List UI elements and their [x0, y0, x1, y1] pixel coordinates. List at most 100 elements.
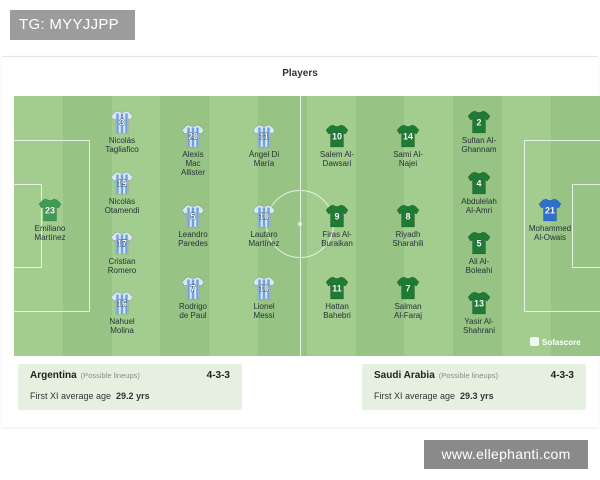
player-name-line: Ángel Di: [248, 150, 280, 159]
player-name-line: Martínez: [248, 239, 280, 248]
away-team-name[interactable]: Saudi Arabia(Possible lineups): [374, 370, 498, 381]
home-formation: 4-3-3: [206, 370, 230, 381]
player-name: Yasir Al-Shahrani: [443, 317, 515, 335]
jersey-icon: 5: [468, 231, 490, 255]
shirt-number: 14: [403, 132, 413, 142]
player-name-line: Mohammed: [528, 224, 572, 233]
pitch-stripe: [550, 96, 600, 356]
shirt-number: 11: [259, 132, 269, 142]
player-name-line: Buraikan: [321, 239, 353, 248]
home-team-name[interactable]: Argentina(Possible lineups): [30, 370, 140, 381]
shirt-number: 5: [476, 239, 481, 249]
player-name-line: Allister: [180, 168, 205, 177]
player-name-line: Al-Owais: [533, 233, 566, 242]
player-name-line: Shahrani: [462, 326, 496, 335]
player-name-line: Nahuel: [109, 317, 135, 326]
pitch-stripe: [355, 96, 405, 356]
shirt-number: 13: [474, 299, 484, 309]
player-name-line: Martínez: [34, 233, 66, 242]
sofascore-icon: [530, 337, 539, 346]
player-name-line: Nicolás: [108, 136, 136, 145]
pitch-stripe: [502, 96, 551, 356]
right-goal-area: [572, 184, 600, 268]
away-formation: 4-3-3: [550, 370, 574, 381]
player-name-line: Firas Al-: [322, 230, 352, 239]
player-name-line: Paredes: [178, 239, 208, 248]
pitch-stripe: [160, 96, 210, 356]
home-team-panel: Argentina(Possible lineups) 4-3-3 First …: [18, 364, 242, 410]
jersey-icon: 2: [468, 110, 490, 134]
jersey-icon: 13: [468, 291, 490, 315]
player-name-line: Dawsari: [322, 159, 352, 168]
player-name-line: Yasir Al-: [464, 317, 494, 326]
jersey-icon: 19: [111, 171, 133, 195]
shirt-number: 4: [476, 179, 481, 189]
player-name-line: Otamendi: [104, 206, 140, 215]
shirt-number: 20: [188, 132, 198, 142]
shirt-number: 7: [405, 284, 410, 294]
shirt-number: 5: [190, 212, 195, 222]
player-name-line: Romero: [107, 266, 137, 275]
pitch-stripe: [209, 96, 258, 356]
jersey-icon: 11: [326, 276, 348, 300]
player-name: Salem Al-Dawsari: [301, 150, 373, 168]
player-name-line: Nicolás: [108, 197, 136, 206]
player-name-line: María: [253, 159, 275, 168]
player-name-line: Ghannam: [461, 145, 497, 154]
player-name-line: Salman: [394, 302, 422, 311]
left-goal-area: [14, 184, 42, 268]
shirt-number: 10: [259, 212, 269, 222]
player-name-line: Ali Al-: [468, 257, 490, 266]
shirt-number: 17: [117, 239, 127, 249]
jersey-icon: 10: [253, 276, 275, 300]
shirt-number: 10: [332, 132, 342, 142]
jersey-icon: 7: [397, 276, 419, 300]
shirt-number: 10: [259, 284, 269, 294]
jersey-icon: 16: [111, 291, 133, 315]
player-name-line: Riyadh: [395, 230, 421, 239]
player-name-line: Al-Faraj: [393, 311, 422, 320]
shirt-number: 3: [119, 118, 124, 128]
jersey-icon: 5: [182, 204, 204, 228]
player-name-line: Abdulelah: [461, 197, 497, 206]
player-name-line: Hattan: [325, 302, 349, 311]
player-name-line: Cristian: [108, 257, 136, 266]
player-name-line: Tagliafico: [105, 145, 139, 154]
jersey-icon: 17: [111, 231, 133, 255]
player-name-line: Emiliano: [34, 224, 66, 233]
jersey-icon: 8: [397, 204, 419, 228]
player-name: Sultan Al-Ghannam: [443, 136, 515, 154]
player-name: Ali Al-Boleahi: [443, 257, 515, 275]
